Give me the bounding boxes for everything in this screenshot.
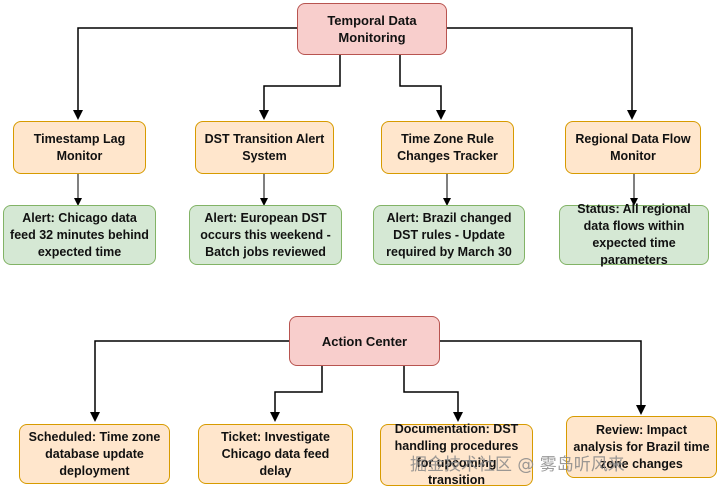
edge-action-2 <box>270 366 323 422</box>
alert-chicago-feed[interactable]: Alert: Chicago data feed 32 minutes behi… <box>3 205 156 265</box>
edge-action-3 <box>403 366 463 422</box>
monitor-timestamp-lag[interactable]: Timestamp Lag Monitor <box>13 121 146 174</box>
action-ticket-chicago-delay[interactable]: Ticket: Investigate Chicago data feed de… <box>198 424 353 484</box>
edge-root-monitor-1 <box>73 27 297 120</box>
edge-action-4 <box>440 340 646 415</box>
action-documentation-dst[interactable]: Documentation: DST handling procedures f… <box>380 422 533 487</box>
monitor-time-zone-rule-changes[interactable]: Time Zone Rule Changes Tracker <box>381 121 514 174</box>
edge-root-monitor-4 <box>447 27 637 120</box>
monitor-regional-data-flow[interactable]: Regional Data Flow Monitor <box>565 121 701 174</box>
edge-root-monitor-3 <box>399 55 446 120</box>
status-regional-flows[interactable]: Status: All regional data flows within e… <box>559 202 709 267</box>
alert-brazil-dst-rules[interactable]: Alert: Brazil changed DST rules - Update… <box>373 205 525 265</box>
edge-root-monitor-2 <box>259 55 341 120</box>
alert-european-dst[interactable]: Alert: European DST occurs this weekend … <box>189 205 342 265</box>
monitor-dst-transition-alert[interactable]: DST Transition Alert System <box>195 121 334 174</box>
watermark-text: 掘金技术社区 @ 雾岛听风来 <box>410 455 625 475</box>
root-action-center[interactable]: Action Center <box>289 316 440 366</box>
root-temporal-data-monitoring[interactable]: Temporal Data Monitoring <box>297 3 447 55</box>
action-review-brazil[interactable]: Review: Impact analysis for Brazil time … <box>566 416 717 478</box>
edge-action-1 <box>90 340 289 422</box>
action-scheduled-tz-update[interactable]: Scheduled: Time zone database update dep… <box>19 424 170 484</box>
